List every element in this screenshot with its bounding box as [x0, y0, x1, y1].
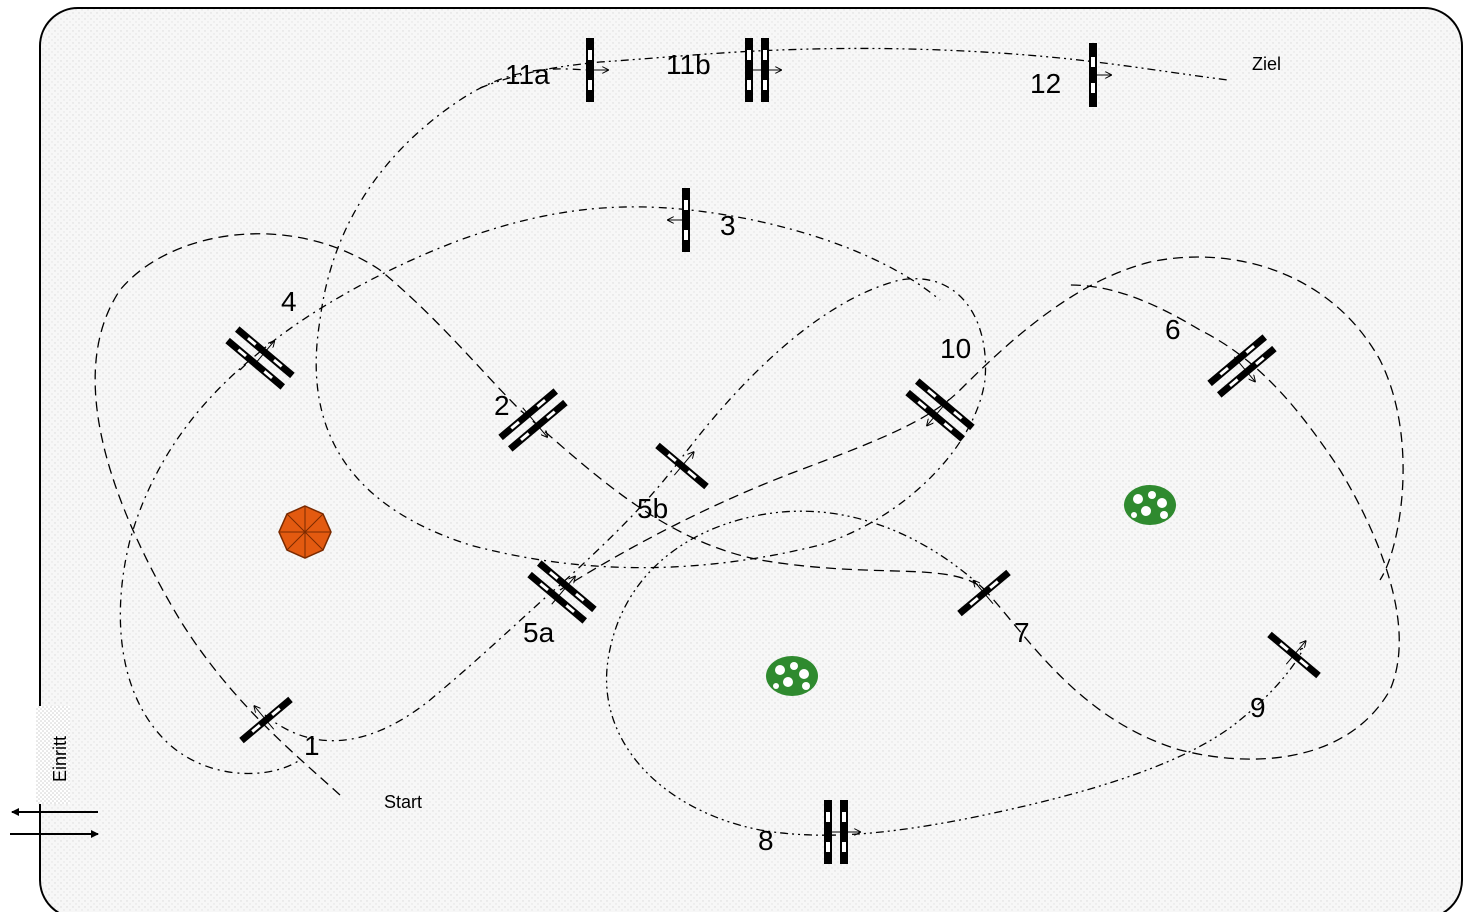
- obstacle-5a: [527, 560, 597, 624]
- obstacle-6: [1207, 334, 1277, 398]
- obstacle-11a: [586, 38, 608, 102]
- obstacle-label-8: 8: [758, 825, 774, 856]
- obstacle-label-12: 12: [1030, 68, 1061, 99]
- entrance-gap: [36, 706, 70, 804]
- obstacle-label-1: 1: [304, 730, 320, 761]
- obstacle-label-11a: 11a: [505, 59, 550, 90]
- pavilion-icon: [278, 505, 332, 559]
- course-lines: [94, 47, 1404, 836]
- obstacle-10: [905, 378, 975, 442]
- obstacle-2: [498, 388, 568, 452]
- route-dashed: [94, 233, 1400, 796]
- obstacle-12: [1089, 43, 1111, 107]
- obstacle-4: [225, 326, 295, 390]
- obstacle-label-7: 7: [1014, 617, 1030, 648]
- route-dash-b: [559, 256, 1404, 591]
- obstacle-8: [824, 800, 860, 864]
- route-dashdot-b: [239, 206, 941, 371]
- route-dashdot-a: [264, 68, 987, 742]
- obstacle-1: [239, 696, 293, 744]
- obstacle-label-3: 3: [720, 210, 736, 241]
- arena: [39, 7, 1463, 912]
- obstacle-label-4: 4: [281, 286, 297, 317]
- obstacle-label-5b: 5b: [637, 493, 668, 524]
- obstacle-11b: [745, 38, 781, 102]
- finish-label: Ziel: [1252, 54, 1281, 74]
- start-label: Start: [384, 792, 422, 812]
- obstacle-7: [957, 569, 1011, 617]
- obstacle-label-11b: 11b: [666, 49, 711, 80]
- entry-exit-arrows: [10, 808, 99, 838]
- bush-icon: [1124, 485, 1176, 525]
- entry-label: Einritt: [50, 736, 70, 782]
- route-dashdotdot: [606, 510, 1304, 836]
- obstacle-9: [1267, 631, 1321, 679]
- obstacle-label-10: 10: [940, 333, 971, 364]
- obstacle-3: [668, 188, 690, 252]
- obstacle-label-2: 2: [494, 390, 510, 421]
- obstacle-label-6: 6: [1165, 314, 1181, 345]
- route-finish: [479, 47, 1229, 89]
- route-dashdot-c: [119, 359, 301, 775]
- obstacle-label-9: 9: [1250, 692, 1266, 723]
- obstacle-label-5a: 5a: [523, 617, 555, 648]
- bush-icon: [766, 656, 818, 696]
- obstacle-5b: [655, 442, 709, 490]
